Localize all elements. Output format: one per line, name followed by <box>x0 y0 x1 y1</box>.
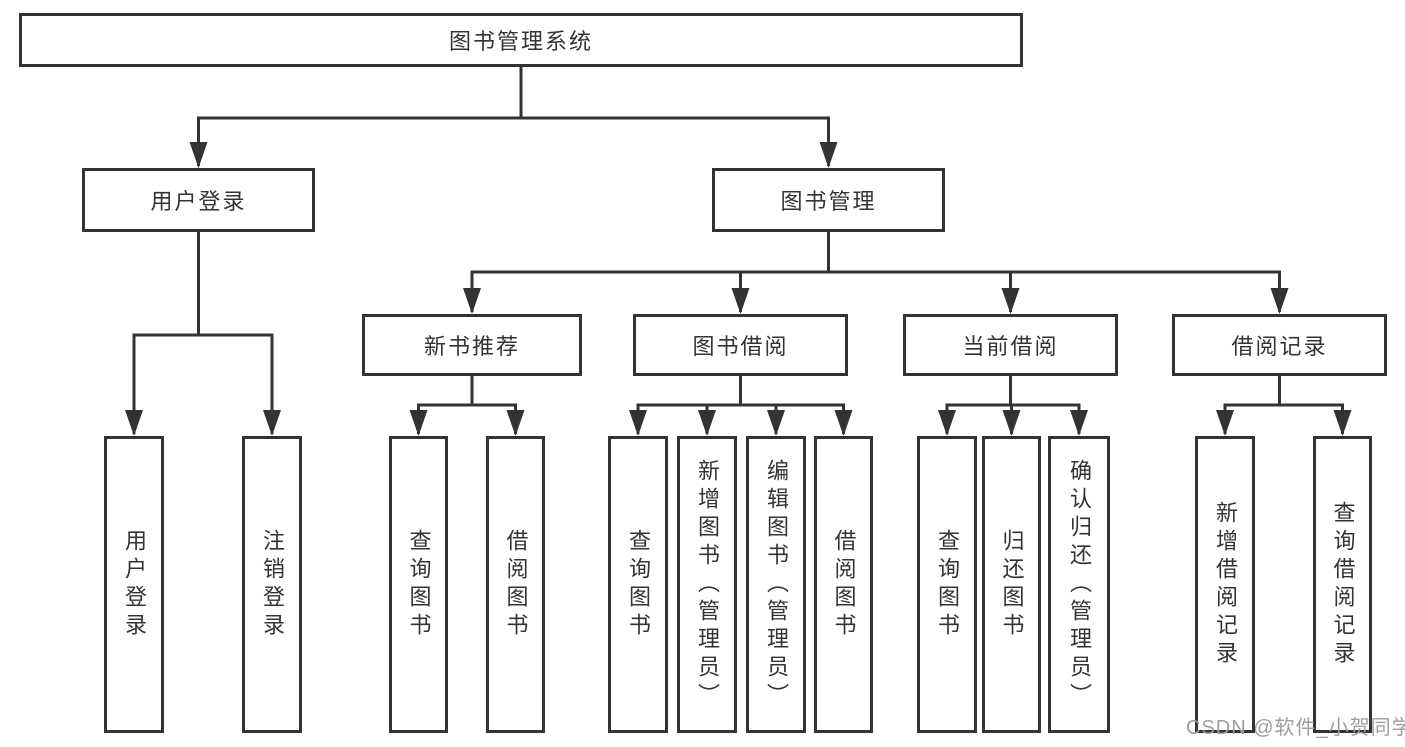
leaf-borrow-books-recommend: 借阅图书 <box>486 436 545 733</box>
leaf-confirm-return-admin: 确认归还（管理员） <box>1048 436 1110 733</box>
leaf-query-books-recommend: 查询图书 <box>389 436 448 733</box>
leaf-user-login: 用户登录 <box>104 436 164 733</box>
node-borrow-records: 借阅记录 <box>1172 314 1387 376</box>
leaf-query-books-current: 查询图书 <box>917 436 977 733</box>
node-user-login-branch: 用户登录 <box>82 168 315 232</box>
leaf-add-books-admin: 新增图书（管理员） <box>677 436 737 733</box>
leaf-query-books-borrow: 查询图书 <box>608 436 668 733</box>
leaf-edit-books-admin: 编辑图书（管理员） <box>746 436 806 733</box>
node-new-book-recommend: 新书推荐 <box>362 314 582 376</box>
leaf-return-books: 归还图书 <box>982 436 1041 733</box>
watermark: CSDN @软件_小贺同学 <box>1186 717 1405 739</box>
leaf-query-borrow-record: 查询借阅记录 <box>1313 436 1372 733</box>
leaf-borrow-books: 借阅图书 <box>814 436 873 733</box>
leaf-add-borrow-record: 新增借阅记录 <box>1195 436 1255 733</box>
node-system-root: 图书管理系统 <box>19 13 1023 67</box>
node-book-management-branch: 图书管理 <box>712 168 945 232</box>
leaf-logout: 注销登录 <box>242 436 302 733</box>
node-current-borrow: 当前借阅 <box>903 314 1118 376</box>
node-book-borrow: 图书借阅 <box>633 314 848 376</box>
